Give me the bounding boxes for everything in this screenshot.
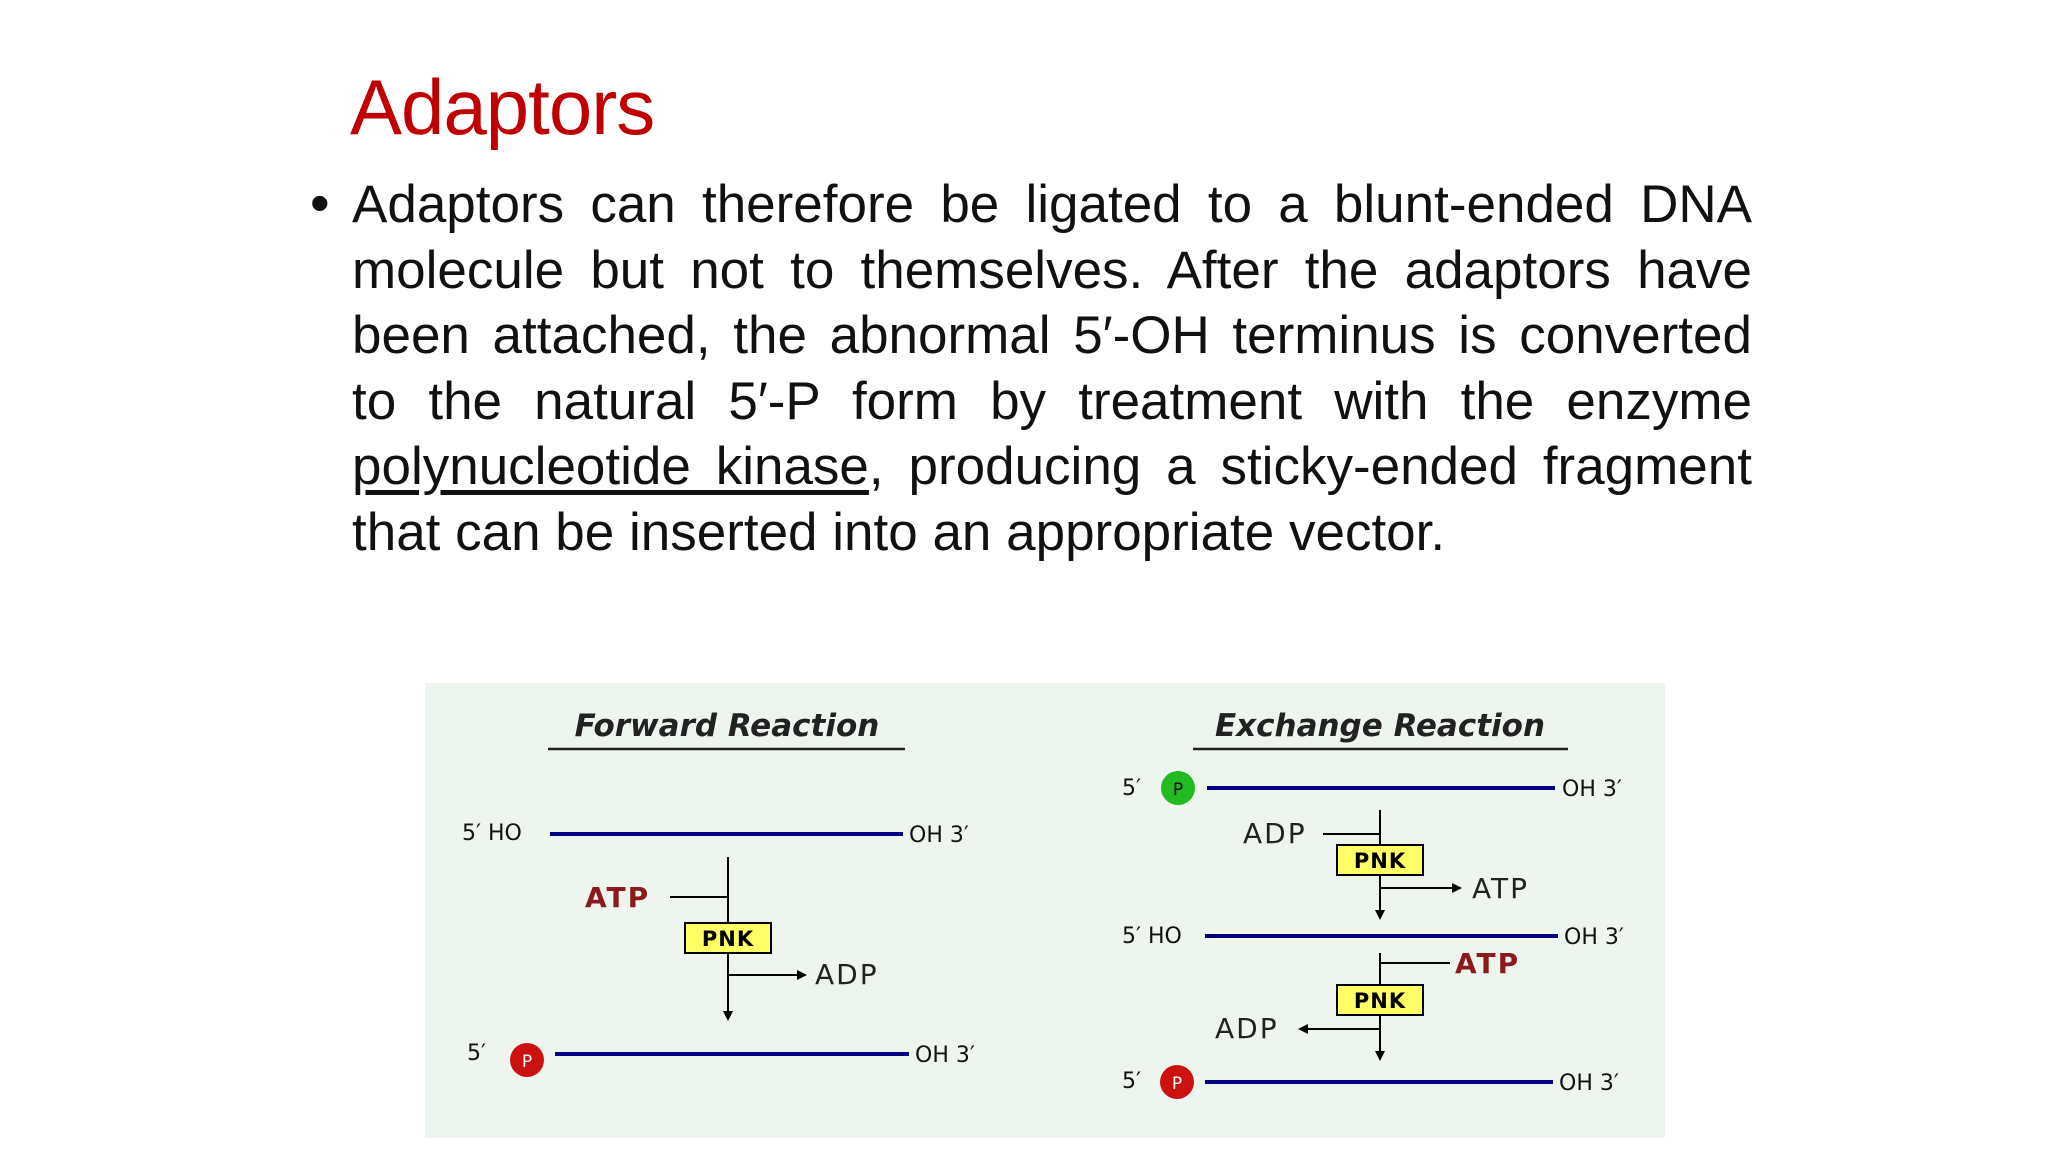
exchange-atp-in-label: ATP <box>1455 947 1520 980</box>
slide-title: Adaptors <box>350 63 655 151</box>
forward-adp-label: ADP <box>815 958 879 991</box>
forward-atp-label: ATP <box>585 881 650 914</box>
exchange-adp-in-label: ADP <box>1243 817 1307 850</box>
exchange-strand1-5prime-label: 5′ <box>1122 776 1141 801</box>
exchange-phosphate-red-label: P <box>1172 1074 1182 1094</box>
figure-background <box>425 683 1665 1138</box>
exchange-strand1-3prime-label: OH 3′ <box>1562 777 1622 802</box>
pnk-reaction-diagram: Forward Reaction 5′ HO OH 3′ ATP PNK ADP… <box>425 683 1665 1138</box>
exchange-adp-out-label: ADP <box>1215 1012 1279 1045</box>
exchange-strand2-5prime-label: 5′ HO <box>1122 924 1182 949</box>
exchange-pnk-label-2: PNK <box>1354 989 1406 1013</box>
forward-pnk-label: PNK <box>702 927 754 951</box>
pnk-reaction-figure: Forward Reaction 5′ HO OH 3′ ATP PNK ADP… <box>425 683 1665 1138</box>
forward-reaction-panel: Forward Reaction 5′ HO OH 3′ ATP PNK ADP… <box>462 708 975 1077</box>
forward-pnk-box <box>684 922 772 954</box>
forward-phosphate-icon <box>510 1043 544 1077</box>
exchange-strand3-5prime-label: 5′ <box>1122 1069 1141 1094</box>
bullet-marker: • <box>310 171 330 234</box>
forward-phosphate-label: P <box>522 1052 532 1072</box>
enzyme-name-underlined: polynucleotide kinase <box>352 437 869 496</box>
forward-reaction-title: Forward Reaction <box>575 708 880 744</box>
exchange-strand3-3prime-label: OH 3′ <box>1559 1071 1619 1096</box>
bullet-text-part2: , producing a sticky-ended fragment that… <box>352 437 1752 562</box>
exchange-phosphate-green-icon <box>1161 771 1195 805</box>
exchange-pnk-label-1: PNK <box>1354 849 1406 873</box>
bullet-text: Adaptors can therefore be ligated to a b… <box>352 172 1752 565</box>
exchange-phosphate-green-label: P <box>1173 780 1183 800</box>
forward-top-5prime-label: 5′ HO <box>462 821 522 846</box>
exchange-phosphate-red-icon <box>1160 1065 1194 1099</box>
exchange-reaction-panel: Exchange Reaction 5′ P OH 3′ ADP PNK ATP… <box>1122 708 1624 1099</box>
exchange-reaction-title: Exchange Reaction <box>1215 708 1545 744</box>
forward-top-3prime-label: OH 3′ <box>909 823 969 848</box>
forward-bottom-3prime-label: OH 3′ <box>915 1043 975 1068</box>
forward-bottom-5prime-label: 5′ <box>467 1041 486 1066</box>
exchange-strand2-3prime-label: OH 3′ <box>1564 925 1624 950</box>
exchange-pnk-box-2 <box>1336 984 1424 1016</box>
exchange-pnk-box-1 <box>1336 844 1424 876</box>
exchange-atp-out-label: ATP <box>1472 872 1529 905</box>
bullet-text-part1: Adaptors can therefore be ligated to a b… <box>352 175 1752 431</box>
